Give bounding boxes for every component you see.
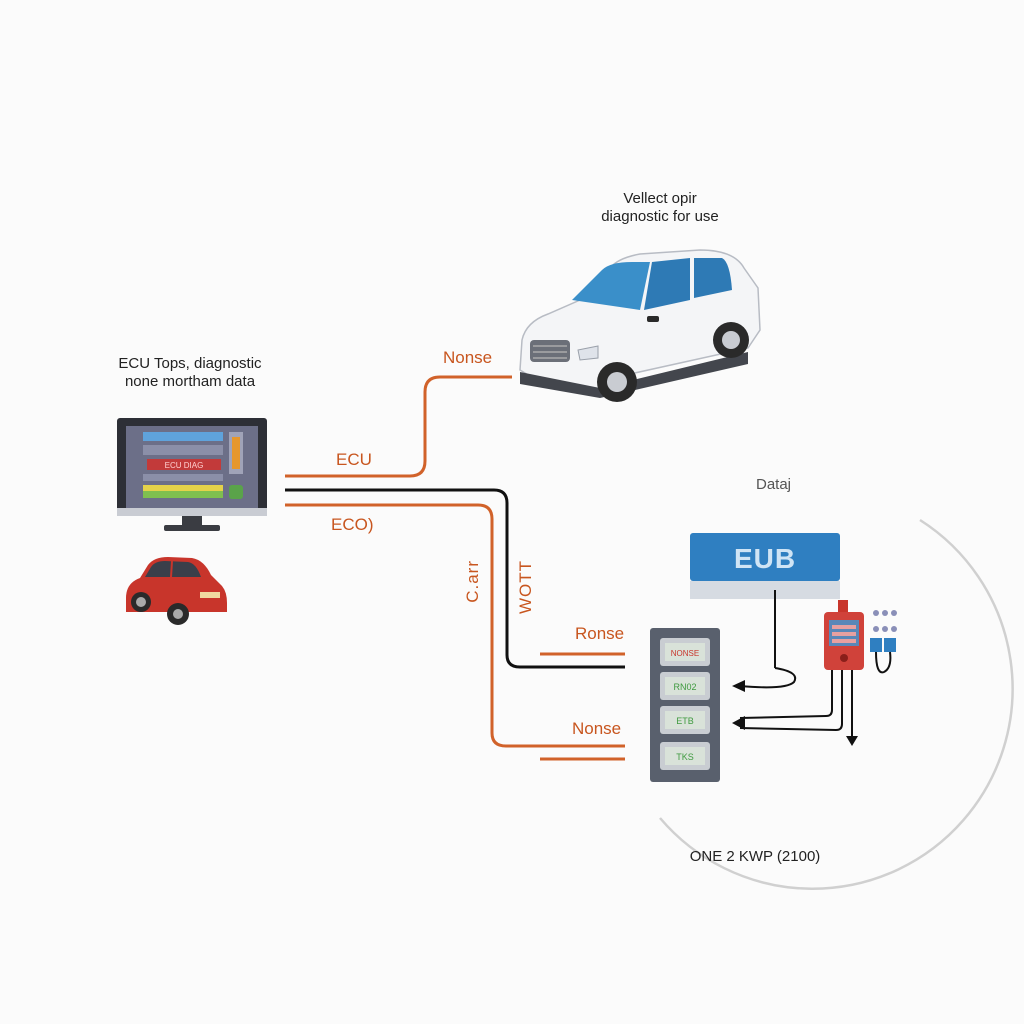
module-slot-4: TKS (676, 752, 694, 762)
red-car-icon (126, 557, 227, 625)
label-nonse-top: Nonse (443, 348, 493, 367)
white-suv-icon (519, 249, 761, 402)
eub-label: EUB (734, 543, 796, 574)
label-vertical-left: C.arr (463, 560, 482, 603)
module-slot-3: ETB (676, 716, 694, 726)
label-ecu: ECU (336, 450, 372, 469)
label-ronse: Ronse (575, 624, 625, 643)
module-slot-1: NONSE (671, 649, 699, 658)
module-slot-2: RN02 (673, 682, 696, 692)
arrow-head-1 (732, 680, 745, 692)
scanner-wire-1 (739, 668, 833, 719)
left-caption-line1: ECU Tops, diagnostic (118, 355, 262, 372)
left-caption-line2: none mortham data (124, 373, 256, 390)
scanner-wire-2 (739, 668, 843, 732)
label-eco: ECO) (331, 515, 374, 534)
wire-black-to-module (285, 488, 625, 669)
arrow-head-3 (846, 736, 858, 746)
screen-row-1: ECU DIAG (165, 461, 204, 470)
scanner-icon (824, 600, 864, 670)
loop-wire (739, 667, 797, 689)
top-caption-line2: diagnostic for use (601, 208, 719, 225)
monitor-icon: ECU DIAG (117, 418, 267, 531)
eub-ecu-box: EUB (690, 533, 840, 599)
connector-icon (870, 610, 897, 674)
module-area-circle (659, 518, 1014, 890)
top-caption-line1: Vellect opir (623, 190, 697, 207)
diagnostic-module: NONSE RN02 ETB TKS (650, 628, 720, 782)
arrow-head-2 (732, 716, 745, 730)
bottom-caption: ONE 2 KWP (2100) (689, 848, 821, 865)
label-data: Dataj (756, 476, 792, 493)
label-nonse-bottom: Nonse (572, 719, 622, 738)
wire-eco-to-module (285, 503, 625, 748)
label-vertical-right: WOTT (516, 560, 535, 615)
wire-ecu-to-suv (285, 375, 512, 478)
